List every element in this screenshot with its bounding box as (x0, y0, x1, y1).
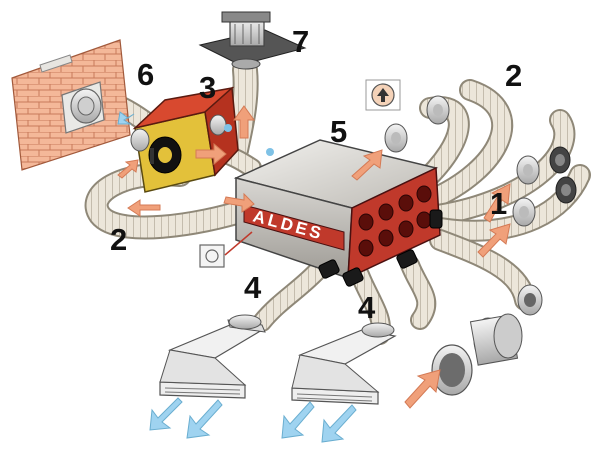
vent-round-6 (512, 197, 536, 227)
control-switch (199, 231, 253, 268)
box-collars (318, 209, 443, 287)
cool-airflow-arrow-icon (117, 111, 357, 443)
wall-vent-icon (61, 81, 105, 134)
brick-wall (11, 39, 131, 171)
callout-1: 1 (490, 186, 507, 221)
filter-unit (130, 86, 239, 193)
roof-vent-icon (198, 11, 307, 70)
distribution-box: ALDES (233, 139, 443, 287)
callout-4-right: 4 (358, 290, 376, 325)
callout-5: 5 (330, 114, 347, 149)
vent-round-7 (517, 284, 543, 316)
grille-left (159, 314, 266, 399)
vent-round-3 (516, 155, 540, 185)
round-vents (384, 95, 577, 316)
vent-round-2 (426, 95, 450, 125)
box-ports (358, 185, 432, 257)
vent-round-1 (384, 123, 408, 153)
vent-round-4 (549, 146, 571, 174)
up-arrow-icon (365, 79, 401, 111)
floor-grilles (159, 313, 523, 405)
callout-6: 6 (137, 57, 154, 92)
callout-2-top: 2 (505, 58, 522, 93)
grille-round (431, 313, 523, 396)
vent-round-5 (555, 176, 577, 204)
callout-7: 7 (292, 24, 309, 59)
callout-2-left: 2 (110, 222, 127, 257)
airflow-arrows (117, 105, 511, 443)
callouts: 1 2 2 3 4 4 5 6 7 (110, 24, 522, 325)
warm-airflow-arrow-icon (117, 105, 511, 409)
grille-middle (291, 322, 397, 405)
callout-3: 3 (199, 70, 216, 105)
callout-4-left: 4 (244, 270, 262, 305)
